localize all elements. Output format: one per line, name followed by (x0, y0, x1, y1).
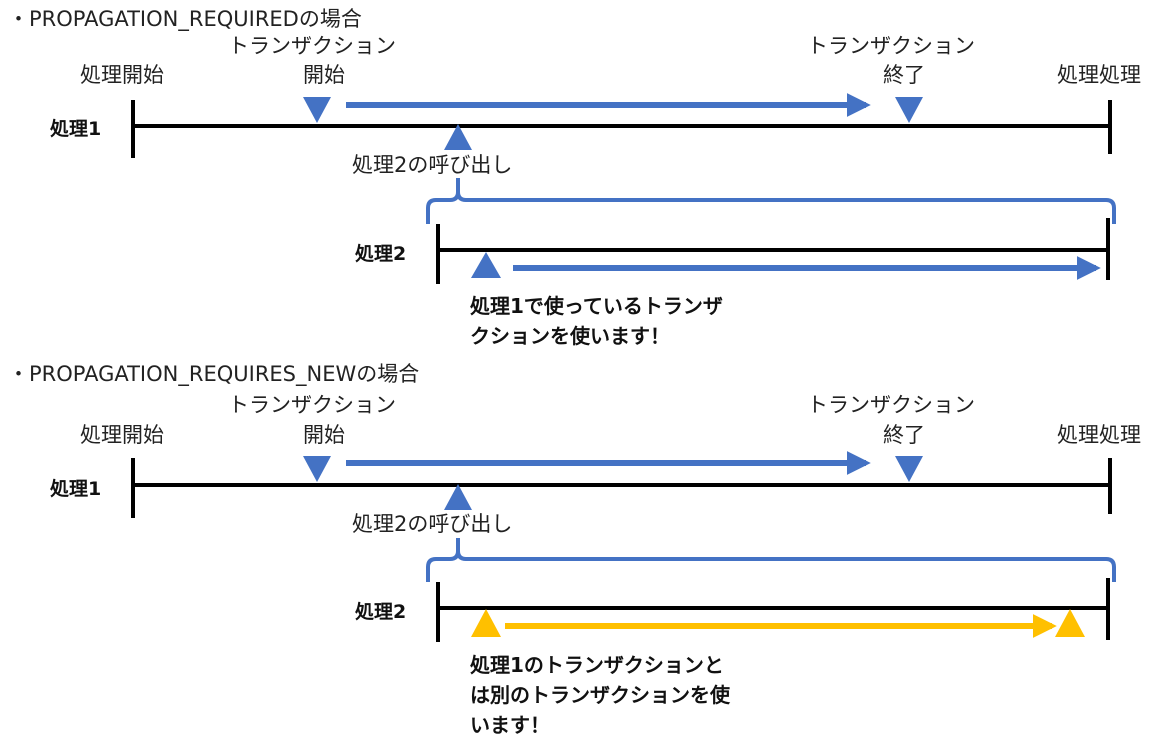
tx-start-label-line2: 開始 (303, 63, 345, 87)
process2-label: 処理2 (355, 242, 406, 265)
triangle-up-icon (444, 484, 472, 510)
scope-bracket (426, 538, 1116, 582)
tx-end-label-line2: 終了 (883, 63, 925, 87)
note-line: 処理1で使っているトランザ (470, 294, 723, 318)
process1-label: 処理1 (50, 477, 101, 500)
section-required: ・PROPAGATION_REQUIREDの場合 トランザクション 開始 トラン… (8, 7, 1141, 348)
process-start-label: 処理開始 (80, 423, 164, 447)
note-line: は別のトランザクションを使 (470, 683, 731, 707)
note-line: 処理1のトランザクションと (470, 653, 724, 677)
tx-end-label-line1: トランザクション (807, 393, 975, 417)
tx-end-label-line2: 終了 (883, 423, 925, 447)
tx-start-label-line1: トランザクション (228, 34, 396, 58)
note-line: クションを使います！ (470, 324, 670, 348)
triangle-up-icon (471, 609, 501, 637)
section-heading: ・PROPAGATION_REQUIREDの場合 (8, 7, 362, 32)
triangle-up-icon (471, 252, 501, 278)
triangle-down-icon (895, 456, 923, 482)
section-heading: ・PROPAGATION_REQUIRES_NEWの場合 (8, 362, 419, 387)
triangle-up-icon (444, 124, 472, 150)
triangle-down-icon (303, 97, 331, 123)
call-label: 処理2の呼び出し (352, 512, 512, 536)
process2-label: 処理2 (355, 600, 406, 623)
triangle-down-icon (895, 97, 923, 123)
note-line: います！ (470, 713, 550, 737)
section-requires-new: ・PROPAGATION_REQUIRES_NEWの場合 トランザクション 開始… (8, 362, 1141, 737)
tx-start-label-line1: トランザクション (228, 393, 396, 417)
call-label: 処理2の呼び出し (352, 153, 512, 177)
tx-end-label-line1: トランザクション (807, 34, 975, 58)
process-start-label: 処理開始 (80, 63, 164, 87)
triangle-down-icon (303, 456, 331, 482)
process1-label: 処理1 (50, 117, 101, 140)
tx-start-label-line2: 開始 (303, 423, 345, 447)
process-end-label: 処理処理 (1057, 63, 1141, 87)
process-end-label: 処理処理 (1057, 423, 1141, 447)
scope-bracket (426, 178, 1116, 224)
triangle-up-icon (1055, 609, 1085, 637)
